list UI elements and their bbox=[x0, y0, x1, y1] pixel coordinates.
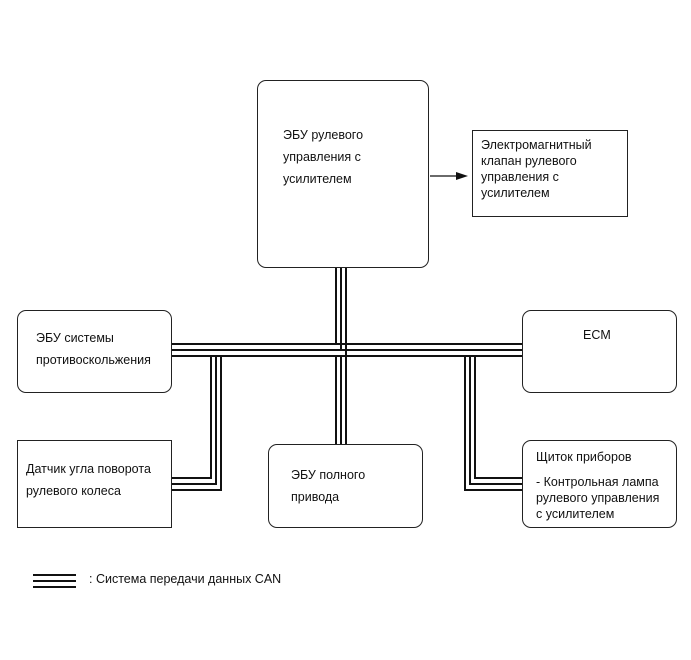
steering-angle-sensor-label: Датчик угла поворота рулевого колеса bbox=[26, 462, 151, 498]
power-steering-ecu-box: ЭБУ рулевого управления с усилителем bbox=[257, 80, 429, 268]
power-steering-ecu-label: ЭБУ рулевого управления с усилителем bbox=[283, 128, 364, 186]
legend-can-symbol bbox=[33, 574, 76, 588]
ecm-label: ECM bbox=[583, 328, 611, 342]
skid-control-ecu-label: ЭБУ системы противоскольжения bbox=[36, 331, 151, 367]
solenoid-valve-label: Электромагнитный клапан рулевого управле… bbox=[481, 138, 592, 200]
four-wd-ecu-box: ЭБУ полного привода bbox=[268, 444, 423, 528]
combination-meter-label: Щиток приборов bbox=[536, 450, 632, 464]
combination-meter-sublabel: - Контрольная лампа рулевого управления … bbox=[536, 475, 660, 521]
can-bus-lines bbox=[172, 268, 522, 491]
legend-label: : Система передачи данных CAN bbox=[89, 572, 282, 586]
four-wd-ecu-label: ЭБУ полного привода bbox=[291, 468, 366, 504]
arrow-to-solenoid bbox=[430, 172, 468, 180]
skid-control-ecu-box: ЭБУ системы противоскольжения bbox=[17, 310, 172, 393]
combination-meter-box: Щиток приборов - Контрольная лампа рулев… bbox=[522, 440, 677, 528]
steering-angle-sensor-box: Датчик угла поворота рулевого колеса bbox=[17, 440, 172, 528]
ecm-box: ECM bbox=[522, 310, 677, 393]
solenoid-valve-box: Электромагнитный клапан рулевого управле… bbox=[472, 130, 628, 217]
